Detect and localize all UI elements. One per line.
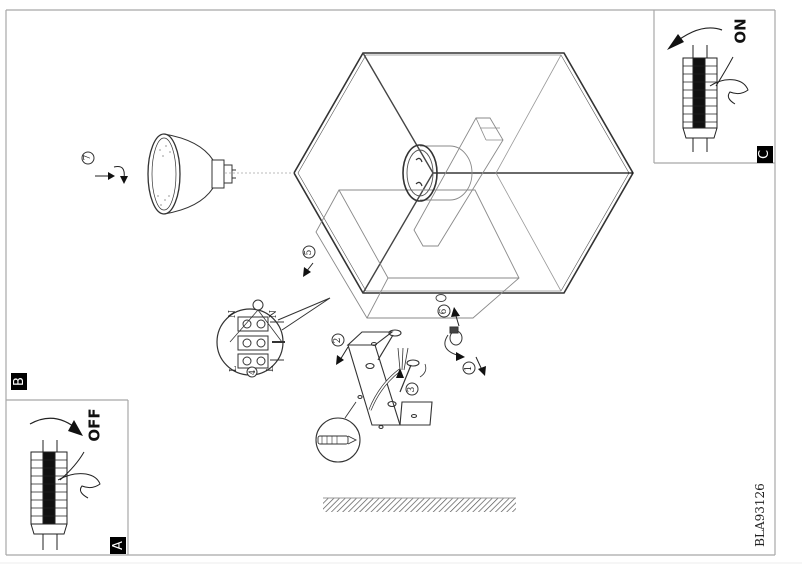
wall-hatch-symbol — [323, 498, 516, 512]
step-3-marker — [396, 363, 427, 396]
breaker-on-illustration — [667, 27, 749, 152]
terminal-n-left: N — [227, 310, 238, 318]
panel-c-frame — [653, 10, 775, 164]
step-7-marker — [81, 151, 128, 184]
step-4-number: 4 — [248, 369, 257, 376]
gu10-bulb — [147, 133, 236, 215]
lamp-housing-hexagon — [225, 52, 634, 319]
panel-c-label: C — [757, 146, 773, 163]
page-border — [0, 9, 802, 564]
terminal-n-right: N — [268, 310, 279, 318]
switch-on-text: ON — [731, 18, 750, 44]
terminal-l-left: L — [228, 366, 239, 372]
product-code: BLA93126 — [753, 483, 767, 547]
step-2-number: 2 — [333, 337, 343, 344]
breaker-off-illustration — [29, 417, 101, 550]
step-1-marker — [462, 356, 486, 376]
wall-plug-detail — [315, 401, 361, 463]
step-6-marker — [437, 304, 460, 327]
step-5-marker — [302, 245, 316, 277]
fixing-screw — [444, 326, 465, 361]
step-7-number: 7 — [83, 154, 93, 161]
step-2-marker — [331, 333, 349, 365]
step-5-number: 5 — [304, 249, 314, 256]
step-6-number: 6 — [439, 308, 449, 315]
panel-a-frame — [6, 399, 129, 555]
terminal-l-right: L — [265, 366, 276, 372]
wall-bracket — [346, 329, 433, 430]
step-3-number: 3 — [407, 386, 417, 393]
panel-b-label: B — [11, 373, 27, 390]
panel-a-label: A — [110, 537, 126, 554]
switch-off-text: OFF — [85, 408, 104, 442]
terminal-block-detail — [216, 297, 331, 378]
step-1-number: 1 — [464, 365, 474, 372]
